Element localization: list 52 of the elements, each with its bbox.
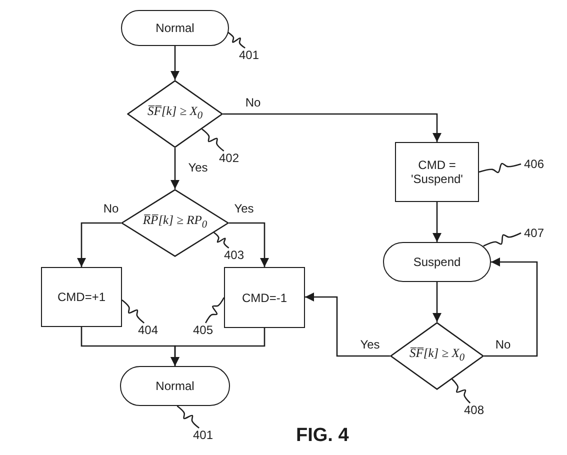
callout-number: 405 bbox=[190, 323, 216, 337]
process-box bbox=[224, 267, 305, 328]
leader-line bbox=[228, 32, 246, 49]
figure-caption: FIG. 4 bbox=[296, 426, 349, 446]
flow-arrow bbox=[170, 328, 266, 366]
terminal-text: Suspend bbox=[413, 255, 461, 269]
leader-line bbox=[205, 297, 225, 324]
leader-line bbox=[176, 406, 200, 428]
callout-number: 408 bbox=[461, 403, 487, 417]
flow-arrow bbox=[77, 222, 121, 267]
edge-label: No bbox=[244, 96, 262, 110]
condition-text: S̅F̅[k] ≥ X$_{0}$ bbox=[147, 103, 203, 124]
terminator-shape bbox=[121, 10, 229, 46]
edge-label: Yes bbox=[187, 162, 209, 174]
callout-number: 406 bbox=[521, 157, 547, 171]
callout-number: 407 bbox=[521, 226, 547, 240]
leader-line bbox=[213, 232, 230, 248]
process-box bbox=[395, 142, 479, 202]
callout-number: 401 bbox=[190, 428, 216, 442]
decision-diamond bbox=[127, 80, 223, 148]
flow-arrow bbox=[223, 113, 442, 142]
decision-diamond bbox=[390, 322, 484, 390]
condition-text: S̅F̅[k] ≥ X$_{0}$ bbox=[409, 345, 465, 366]
callout-number: 404 bbox=[135, 323, 161, 337]
callout-number: 402 bbox=[216, 151, 242, 165]
edge-label: Yes bbox=[233, 202, 255, 216]
flow-arrow bbox=[170, 148, 180, 189]
process-box bbox=[41, 267, 122, 327]
flow-arrow bbox=[484, 258, 538, 357]
edge-label: Yes bbox=[359, 338, 381, 352]
leader-line bbox=[122, 300, 145, 324]
flow-arrow bbox=[229, 222, 269, 267]
flow-arrow bbox=[170, 46, 180, 80]
flow-arrow bbox=[432, 202, 442, 242]
edge-label: No bbox=[494, 338, 512, 352]
terminal-text: Normal bbox=[156, 21, 194, 35]
terminator-shape bbox=[383, 242, 491, 282]
terminator-shape bbox=[120, 366, 230, 406]
leader-line bbox=[201, 128, 224, 152]
leader-line bbox=[478, 162, 522, 174]
terminal-text: Normal bbox=[156, 379, 194, 393]
callout-number: 401 bbox=[236, 48, 262, 62]
edge-label: No bbox=[102, 202, 120, 216]
leader-line bbox=[452, 378, 471, 404]
flow-arrow bbox=[432, 282, 442, 322]
condition-text: R̅P̅[k] ≥ RP$_{0}$ bbox=[142, 212, 208, 233]
flow-arrow bbox=[305, 292, 390, 357]
process-text: CMD=-1 bbox=[240, 290, 288, 304]
leader-line bbox=[483, 232, 522, 247]
callout-number: 403 bbox=[221, 248, 247, 262]
process-text: CMD = 'Suspend' bbox=[410, 158, 464, 186]
process-text: CMD=+1 bbox=[56, 290, 107, 304]
